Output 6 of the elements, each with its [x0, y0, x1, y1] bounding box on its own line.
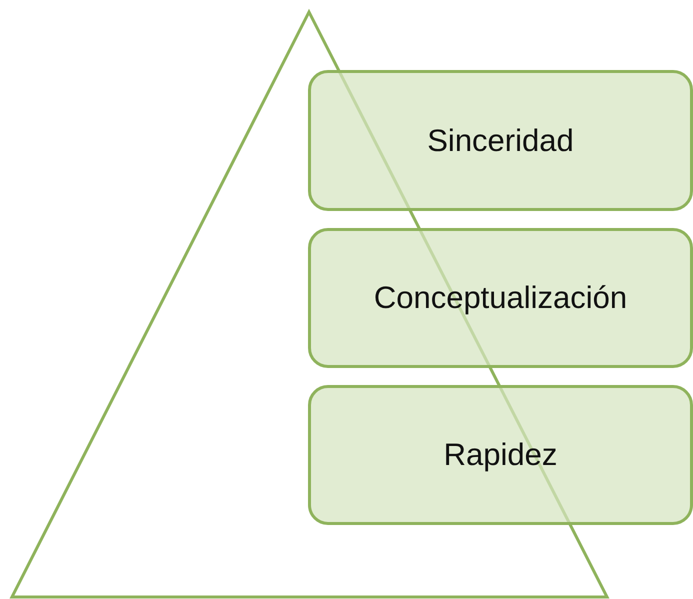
box-label: Conceptualización — [374, 280, 628, 316]
list-box — [308, 70, 693, 211]
list-box — [308, 385, 693, 525]
box-label: Sinceridad — [427, 122, 574, 158]
list-box — [308, 228, 693, 368]
box-label: Rapidez — [444, 437, 558, 473]
